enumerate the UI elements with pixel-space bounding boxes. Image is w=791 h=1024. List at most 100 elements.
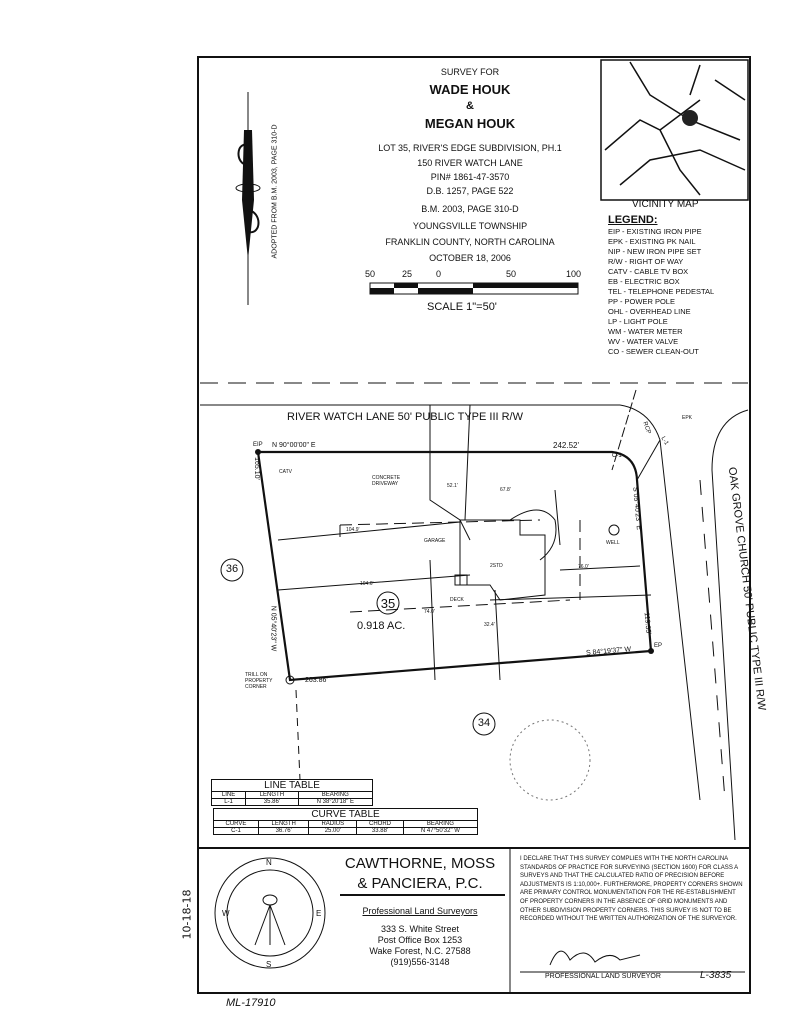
surveyor-seal bbox=[509, 719, 591, 801]
dimension: 32.4' bbox=[484, 622, 495, 628]
scale-tick: 50 bbox=[365, 269, 376, 279]
dimension: 52.1' bbox=[447, 483, 458, 489]
legend-item: EB - ELECTRIC BOX bbox=[608, 277, 680, 286]
table-cell: L-1 bbox=[210, 798, 247, 806]
lot-35-number: 35 bbox=[380, 596, 396, 611]
deed-book-line: D.B. 1257, PAGE 522 bbox=[426, 186, 514, 196]
well-icon bbox=[608, 524, 620, 536]
dimension: 104.6' bbox=[360, 581, 374, 587]
dimension: 104.9' bbox=[346, 527, 360, 533]
address-line: 333 S. White Street bbox=[380, 924, 460, 934]
handwritten-file-number: ML-17910 bbox=[226, 997, 276, 1009]
date-line: OCTOBER 18, 2006 bbox=[429, 253, 511, 263]
compass-s: S bbox=[266, 960, 272, 969]
compass-outer bbox=[214, 857, 326, 969]
lot-36-number: 36 bbox=[225, 563, 239, 575]
legend: LEGEND: EIP - EXISTING IRON PIPE EPK - E… bbox=[608, 213, 714, 357]
legend-item: TEL - TELEPHONE PEDESTAL bbox=[608, 287, 715, 296]
owner-2: MEGAN HOUK bbox=[424, 116, 516, 131]
book-of-maps-line: B.M. 2003, PAGE 310-D bbox=[421, 204, 519, 214]
compass-e: E bbox=[316, 909, 322, 918]
legend-item: LP - LIGHT POLE bbox=[608, 317, 668, 326]
table-cell: C-1 bbox=[213, 827, 259, 835]
firm-name-1: CAWTHORNE, MOSS bbox=[344, 855, 496, 872]
compass-n: N bbox=[266, 858, 272, 867]
legend-title: LEGEND: bbox=[608, 214, 658, 226]
well-label: WELL bbox=[606, 540, 620, 546]
table-header: BEARING bbox=[297, 791, 374, 799]
owner-1: WADE HOUK bbox=[429, 82, 511, 97]
address-line: Wake Forest, N.C. 27588 bbox=[369, 946, 471, 956]
legend-item: CO - SEWER CLEAN-OUT bbox=[608, 347, 699, 356]
table-header: BEARING bbox=[402, 820, 479, 828]
distance-bottom: 263.86' bbox=[305, 677, 328, 684]
lot-line: LOT 35, RIVER'S EDGE SUBDIVISION, PH.1 bbox=[378, 143, 562, 153]
road-lines bbox=[200, 382, 749, 841]
scale-tick: 25 bbox=[402, 269, 413, 279]
road-label-river-watch: RIVER WATCH LANE 50' PUBLIC TYPE III R/W bbox=[287, 411, 524, 423]
table-cell: N 47°50'32" W bbox=[402, 827, 479, 835]
lot-35-circle bbox=[376, 591, 400, 615]
scale-tick: 0 bbox=[436, 269, 442, 279]
scale-tick: 50 bbox=[506, 269, 517, 279]
north-arrow-icon bbox=[235, 92, 261, 305]
house-label: 2STD bbox=[490, 563, 503, 569]
table-header: LENGTH bbox=[257, 820, 310, 828]
lot-36-circle bbox=[220, 558, 244, 582]
improvements bbox=[277, 389, 661, 681]
compass-w: W bbox=[222, 909, 230, 918]
scale-label: SCALE 1"=50' bbox=[427, 301, 497, 313]
signature bbox=[549, 950, 641, 966]
scale-bar bbox=[369, 282, 579, 295]
table-cell: 36.76' bbox=[257, 827, 310, 835]
bearing-left: N 05°40'23" W bbox=[269, 605, 277, 652]
certification-text: I DECLARE THAT THIS SURVEY COMPLIES WITH… bbox=[520, 856, 743, 923]
curve-label: C-1 bbox=[612, 453, 622, 459]
firm-name-2: & PANCIERA, P.C. bbox=[357, 875, 483, 892]
vicinity-map-label: VICINITY MAP bbox=[632, 199, 699, 210]
garage-label: GARAGE bbox=[424, 538, 446, 544]
legend-item: NIP - NEW IRON PIPE SET bbox=[608, 247, 702, 256]
legend-item: OHL - OVERHEAD LINE bbox=[608, 307, 691, 316]
dimension: 74.0' bbox=[424, 609, 435, 615]
address-line: (919)556-3148 bbox=[390, 957, 450, 967]
surveyor-label: PROFESSIONAL LAND SURVEYOR bbox=[545, 973, 661, 980]
bearing-top: N 90°00'00" E bbox=[272, 442, 316, 449]
firm-tagline: Professional Land Surveyors bbox=[362, 906, 478, 916]
table-cell: 25.00' bbox=[308, 827, 358, 835]
table-cell: 35.86' bbox=[245, 798, 299, 806]
lot-34-number: 34 bbox=[477, 717, 491, 729]
table-header: LENGTH bbox=[245, 791, 299, 799]
legend-item: EPK - EXISTING PK NAIL bbox=[608, 237, 696, 246]
table-header: CURVE bbox=[213, 820, 259, 828]
legend-item: R/W - RIGHT OF WAY bbox=[608, 257, 684, 266]
address-line: 150 RIVER WATCH LANE bbox=[417, 158, 523, 168]
table-header: RADIUS bbox=[308, 820, 358, 828]
north-arrow-note: ADOPTED FROM B.M. 2003, PAGE 310-D bbox=[271, 124, 279, 259]
license-number: L-3835 bbox=[700, 970, 732, 981]
firm-address: 333 S. White Street Post Office Box 1253… bbox=[335, 924, 505, 968]
vicinity-map bbox=[600, 59, 749, 201]
distance-left: 165.10' bbox=[252, 457, 260, 480]
curve-table-title: CURVE TABLE bbox=[213, 808, 478, 821]
page-frame bbox=[197, 56, 751, 994]
catv-label: CATV bbox=[279, 469, 292, 475]
handwritten-date: 10-18-18 bbox=[180, 889, 194, 940]
legend-item: PP - POWER POLE bbox=[608, 297, 675, 306]
distance-top: 242.52' bbox=[553, 441, 579, 450]
table-cell: N 38°20'18" E bbox=[297, 798, 374, 806]
county-line: FRANKLIN COUNTY, NORTH CAROLINA bbox=[385, 237, 555, 247]
driveway-label: CONCRETE DRIVEWAY bbox=[372, 475, 401, 487]
ep-label: EP bbox=[654, 643, 663, 649]
legend-item: WM - WATER METER bbox=[608, 327, 683, 336]
survey-for: SURVEY FOR bbox=[440, 67, 500, 77]
ampersand: & bbox=[466, 100, 474, 112]
tie-label: TRILL ON PROPERTY CORNER bbox=[245, 672, 273, 690]
table-header: CHORD bbox=[356, 820, 404, 828]
township-line: YOUNGSVILLE TOWNSHIP bbox=[412, 221, 528, 231]
pin-line: PIN# 1861-47-3570 bbox=[430, 172, 510, 182]
